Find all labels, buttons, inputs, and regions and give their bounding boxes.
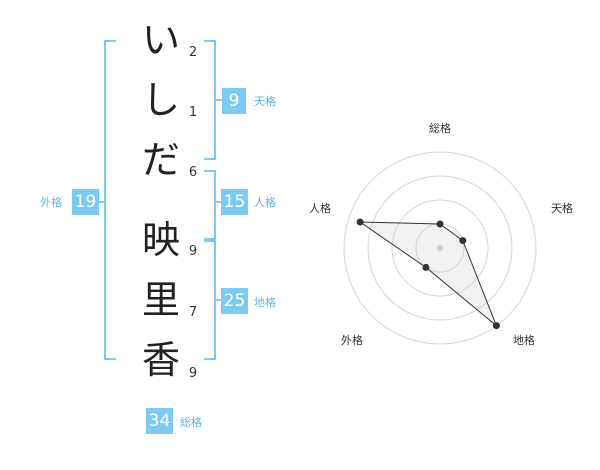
gaikaku-label: 外格 bbox=[40, 196, 62, 209]
jinkaku-connector bbox=[214, 201, 222, 203]
gaikaku-bracket bbox=[104, 40, 116, 360]
name-char-6: 香 bbox=[141, 338, 180, 382]
radar-axis-label-gaikaku: 外格 bbox=[341, 334, 363, 347]
radar-center-dot bbox=[437, 245, 443, 251]
radar-ring-2 bbox=[391, 199, 489, 297]
stroke-count-2: 1 bbox=[188, 105, 198, 120]
soukaku-label: 総格 bbox=[180, 416, 202, 429]
name-char-1: い bbox=[141, 18, 180, 62]
radar-axis-label-tenkaku: 天格 bbox=[551, 202, 573, 215]
stroke-count-6: 9 bbox=[188, 366, 198, 381]
radar-point-2 bbox=[459, 237, 467, 245]
gaikaku-value-badge: 19 bbox=[72, 189, 99, 215]
radar-point-5 bbox=[356, 218, 364, 226]
gaikaku-connector bbox=[98, 201, 106, 203]
name-char-4: 映 bbox=[141, 218, 180, 262]
radar-point-1 bbox=[436, 220, 444, 228]
name-char-3: だ bbox=[141, 138, 180, 182]
jinkaku-bracket bbox=[204, 170, 216, 240]
jinkaku-label: 人格 bbox=[254, 196, 276, 209]
stroke-count-4: 9 bbox=[188, 244, 198, 259]
stroke-count-3: 6 bbox=[188, 165, 198, 180]
radar-score-polygon bbox=[358, 221, 497, 327]
soukaku-value-badge: 34 bbox=[146, 408, 173, 434]
name-char-5: 里 bbox=[141, 278, 180, 322]
stroke-count-5: 7 bbox=[188, 305, 198, 320]
chikaku-label: 地格 bbox=[254, 296, 276, 309]
radar-ring-3 bbox=[367, 175, 513, 321]
name-char-2: し bbox=[141, 78, 180, 122]
chikaku-value-badge: 25 bbox=[221, 288, 248, 314]
tenkaku-connector bbox=[214, 99, 222, 101]
tenkaku-label: 天格 bbox=[254, 95, 276, 108]
radar-axis-label-soukaku: 総格 bbox=[429, 122, 451, 135]
jinkaku-value-badge: 15 bbox=[221, 189, 248, 215]
radar-axis-label-chikaku: 地格 bbox=[513, 334, 535, 347]
stroke-count-1: 2 bbox=[188, 45, 198, 60]
radar-point-3 bbox=[492, 322, 500, 330]
radar-point-4 bbox=[422, 263, 430, 271]
tenkaku-value-badge: 9 bbox=[222, 88, 246, 114]
chikaku-connector bbox=[214, 299, 222, 301]
radar-axis-label-jinkaku: 人格 bbox=[309, 202, 331, 215]
